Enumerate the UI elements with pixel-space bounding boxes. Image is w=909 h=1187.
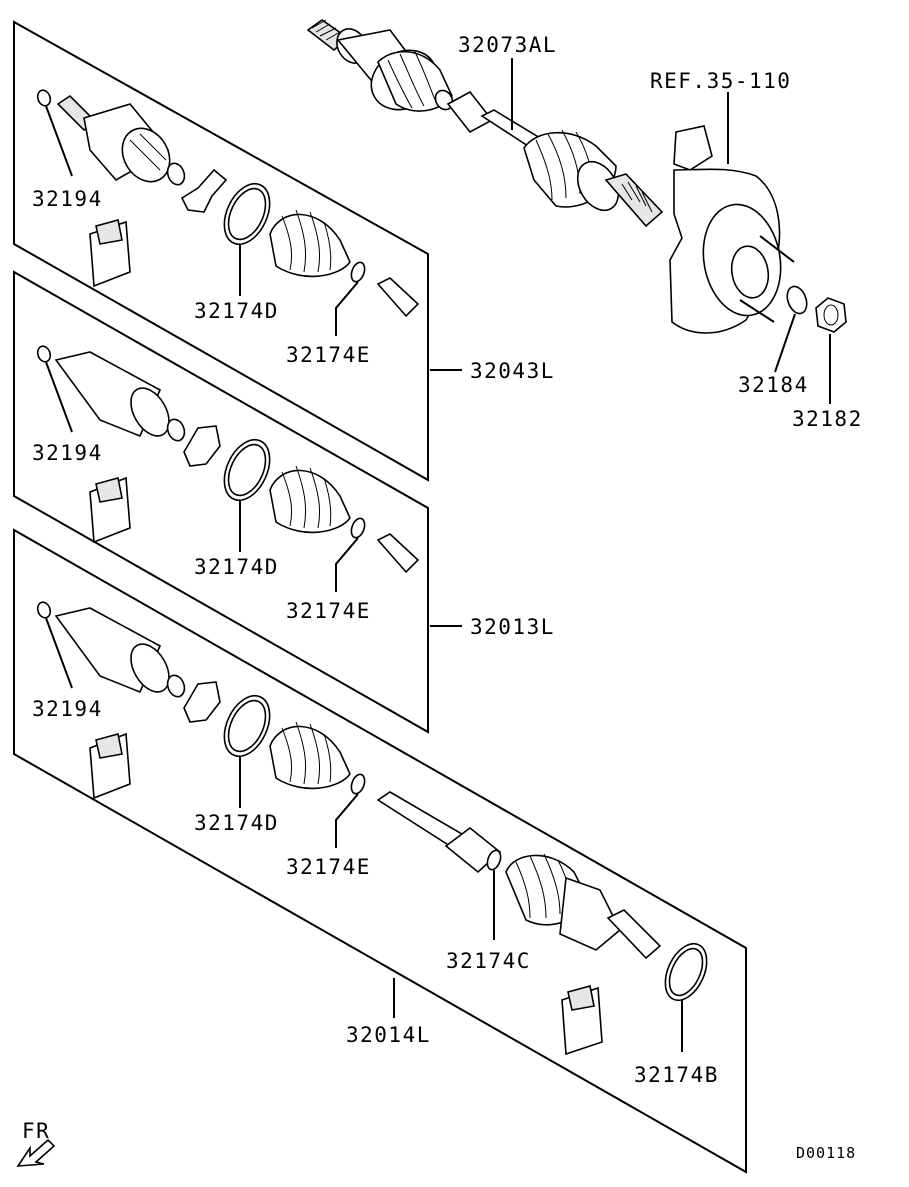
- label-band-e-upper: 32174E: [286, 343, 371, 367]
- hub-nut-part: [815, 297, 847, 333]
- label-kit-lower: 32014L: [346, 1023, 431, 1047]
- label-band-b: 32174B: [634, 1063, 719, 1087]
- kit-panel-lower: [13, 528, 747, 1174]
- label-band-d-middle: 32174D: [194, 555, 279, 579]
- label-band-d-lower: 32174D: [194, 811, 279, 835]
- label-circlip-upper: 32194: [32, 187, 103, 211]
- label-nut: 32182: [792, 407, 863, 431]
- label-kit-upper: 32043L: [470, 359, 555, 383]
- label-knuckle-ref: REF.35-110: [650, 69, 791, 93]
- label-band-e-lower: 32174E: [286, 855, 371, 879]
- drive-shaft-assembly: [306, 19, 664, 228]
- kit-panel-upper: [13, 20, 429, 482]
- kit-upper-parts: [36, 89, 420, 318]
- label-band-c: 32174C: [446, 949, 531, 973]
- label-washer: 32184: [738, 373, 809, 397]
- steering-knuckle-hub: [669, 125, 795, 334]
- label-circlip-middle: 32194: [32, 441, 103, 465]
- leader-lines: [45, 58, 831, 1052]
- label-band-e-middle: 32174E: [286, 599, 371, 623]
- label-band-d-upper: 32174D: [194, 299, 279, 323]
- label-shaft-assembly: 32073AL: [458, 33, 557, 57]
- diagram-code: D00118: [796, 1144, 856, 1162]
- label-circlip-lower: 32194: [32, 697, 103, 721]
- kit-panel-middle: [13, 270, 429, 734]
- kit-middle-parts: [36, 345, 420, 574]
- washer-part: [786, 285, 808, 315]
- label-front: FR: [22, 1119, 50, 1143]
- kit-lower-parts: [36, 601, 708, 1056]
- label-kit-middle: 32013L: [470, 615, 555, 639]
- front-arrow-icon: [16, 1138, 56, 1167]
